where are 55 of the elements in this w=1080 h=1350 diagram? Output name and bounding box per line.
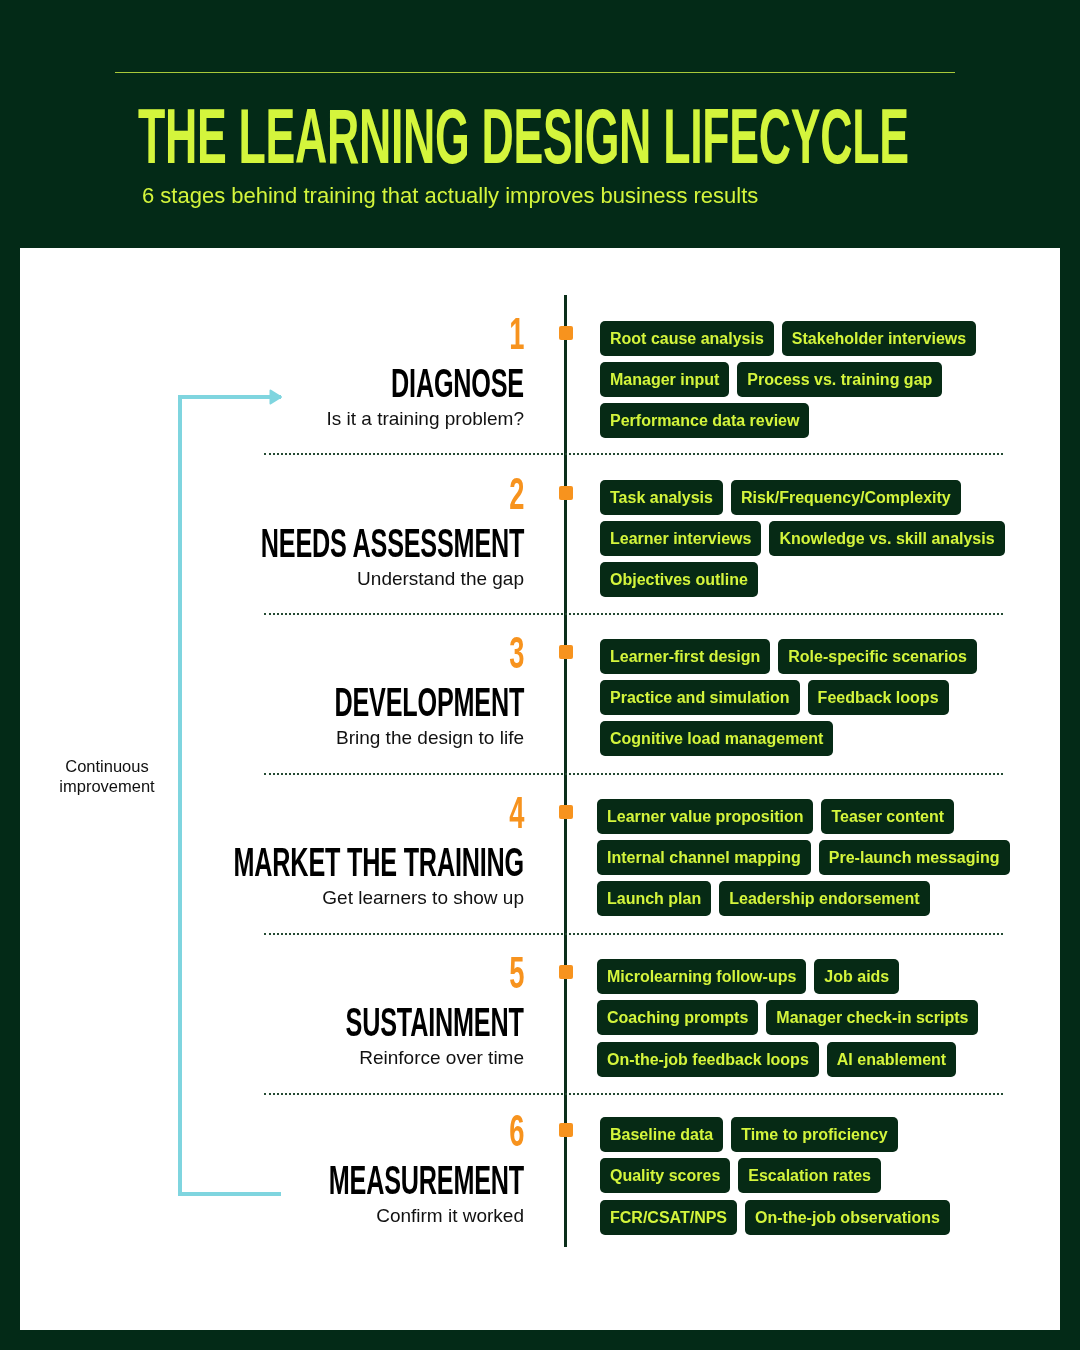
activity-tag: AI enablement <box>826 1042 957 1077</box>
page-title: THE LEARNING DESIGN LIFECYCLE <box>138 96 909 176</box>
stage-subtitle: Is it a training problem? <box>326 407 524 431</box>
activity-tag: Performance data review <box>600 403 810 438</box>
activity-tag: On-the-job feedback loops <box>597 1042 819 1077</box>
stage-subtitle: Confirm it worked <box>376 1204 524 1228</box>
activity-tag: Cognitive load management <box>600 721 834 756</box>
stage-title: DIAGNOSE <box>391 365 524 401</box>
activity-tag: Manager input <box>600 362 730 397</box>
activity-tag: Pre-launch messaging <box>818 840 1010 875</box>
activity-tag: Learner interviews <box>600 521 762 556</box>
activity-tag: Objectives outline <box>600 562 758 597</box>
stage-number: 6 <box>508 1111 524 1151</box>
activity-tag: Learner-first design <box>600 639 771 674</box>
stage-subtitle: Reinforce over time <box>359 1046 524 1070</box>
stage-title: NEEDS ASSESSMENT <box>260 525 524 561</box>
activity-tag: Microlearning follow-ups <box>597 959 807 994</box>
subtitle: 6 stages behind training that actually improves business results <box>142 182 759 210</box>
stage-number: 3 <box>508 633 524 673</box>
activity-tag: Feedback loops <box>807 680 949 715</box>
activity-tag: Manager check-in scripts <box>766 1000 979 1035</box>
edge-label: Continuous improvement <box>59 755 155 796</box>
activity-tag: FCR/CSAT/NPS <box>600 1200 738 1235</box>
activity-tag: Baseline data <box>600 1117 724 1152</box>
activity-tag: Launch plan <box>597 881 712 916</box>
activity-tag: Task analysis <box>600 480 723 515</box>
stage-title: DEVELOPMENT <box>334 684 524 720</box>
activity-tag: Role-specific scenarios <box>778 639 977 674</box>
stage-title: SUSTAINMENT <box>345 1004 524 1040</box>
stage-title: MEASUREMENT <box>328 1162 524 1198</box>
activity-tag: Knowledge vs. skill analysis <box>769 521 1005 556</box>
stage-number: 1 <box>508 314 524 354</box>
activity-tag: Root cause analysis <box>600 321 774 356</box>
activity-tag: Time to proficiency <box>731 1117 898 1152</box>
activity-tag: Process vs. training gap <box>737 362 943 397</box>
activity-tag: Practice and simulation <box>600 680 800 715</box>
activity-tag: Job aids <box>814 959 900 994</box>
stage-subtitle: Bring the design to life <box>336 726 524 750</box>
activity-tag: Escalation rates <box>738 1158 881 1193</box>
stage-number: 5 <box>508 953 524 993</box>
activity-tag: Teaser content <box>821 799 955 834</box>
stage-subtitle: Get learners to show up <box>322 886 524 910</box>
activity-tag: Quality scores <box>600 1158 731 1193</box>
activity-tag: Risk/Frequency/Complexity <box>730 480 961 515</box>
stage-title: MARKET THE TRAINING <box>233 844 524 880</box>
activity-tag: Coaching prompts <box>597 1000 759 1035</box>
activity-tag: Learner value proposition <box>597 799 814 834</box>
stage-subtitle: Understand the gap <box>357 567 524 591</box>
activity-tag: On-the-job observations <box>745 1200 950 1235</box>
loop-arrow <box>178 389 282 1196</box>
activity-tag: Leadership endorsement <box>719 881 930 916</box>
activity-tag: Internal channel mapping <box>597 840 811 875</box>
activity-tag: Stakeholder interviews <box>781 321 977 356</box>
stage-number: 2 <box>508 474 524 514</box>
stage-number: 4 <box>508 793 524 833</box>
